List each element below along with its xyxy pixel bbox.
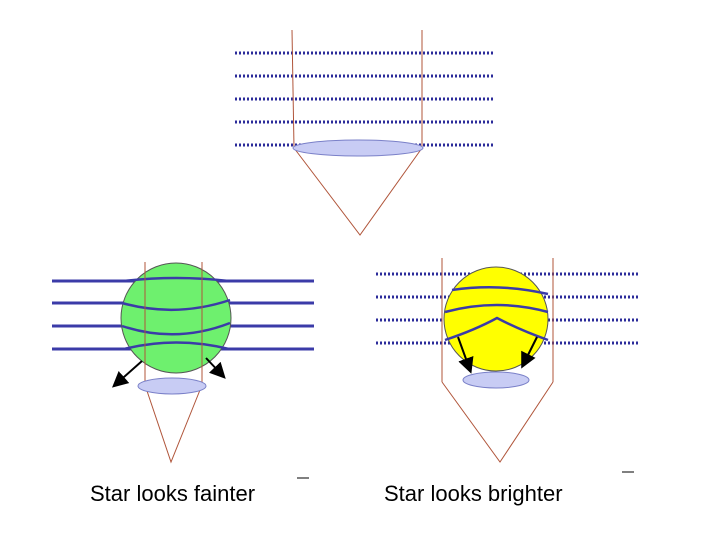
left-telescope-lens — [138, 378, 206, 394]
top-wavefronts — [235, 53, 495, 145]
right-focus-cone — [442, 382, 553, 462]
top-rays — [292, 30, 422, 235]
caption-fainter: Star looks fainter — [90, 481, 255, 507]
top-panel — [235, 30, 495, 235]
left-panel — [52, 262, 314, 462]
right-panel — [376, 258, 638, 462]
diverging-arrow — [115, 361, 142, 385]
diverging-arrow — [206, 358, 223, 376]
top-focus-cone — [294, 148, 422, 235]
top-ray-left — [292, 30, 294, 148]
caption-brighter: Star looks brighter — [384, 481, 563, 507]
right-telescope-lens — [463, 372, 529, 388]
left-focus-cone — [145, 385, 202, 462]
top-telescope-lens — [293, 140, 423, 156]
